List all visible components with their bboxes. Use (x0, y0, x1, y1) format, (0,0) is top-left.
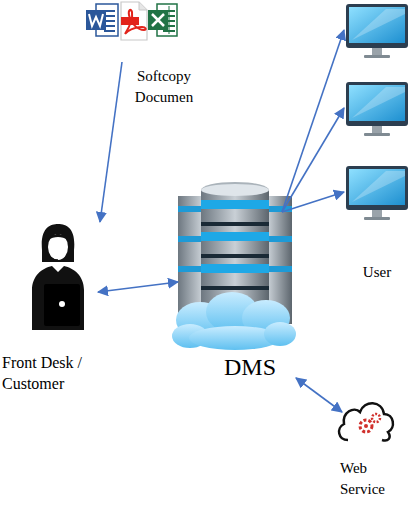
server-icon (172, 182, 296, 350)
dms-node: DMS (170, 175, 300, 390)
node-label: User (346, 262, 408, 283)
excel-icon (148, 4, 177, 36)
web-service-icon (339, 403, 393, 440)
node-label: Softcopy Documen (122, 66, 206, 108)
user-node: User (340, 0, 412, 290)
person-icon (32, 224, 84, 330)
web-service-node: Web Service (330, 390, 410, 512)
connector-arrow (98, 282, 178, 292)
monitor-icon (346, 4, 408, 58)
connector-arrow (282, 30, 344, 212)
document-node: Softcopy Documen (85, 0, 215, 110)
front-desk-node: Front Desk / Customer (0, 220, 115, 400)
word-icon (86, 4, 118, 36)
node-label: Front Desk / Customer (2, 352, 110, 394)
connector-arrow (282, 192, 344, 212)
node-label: DMS (205, 353, 295, 381)
connector-arrow (100, 62, 122, 222)
node-label: Web Service (340, 458, 406, 500)
monitor-icon (346, 166, 408, 220)
pdf-icon (121, 2, 147, 40)
connector-arrow (282, 108, 344, 212)
connector-arrow (296, 378, 342, 412)
monitor-icon (346, 82, 408, 136)
